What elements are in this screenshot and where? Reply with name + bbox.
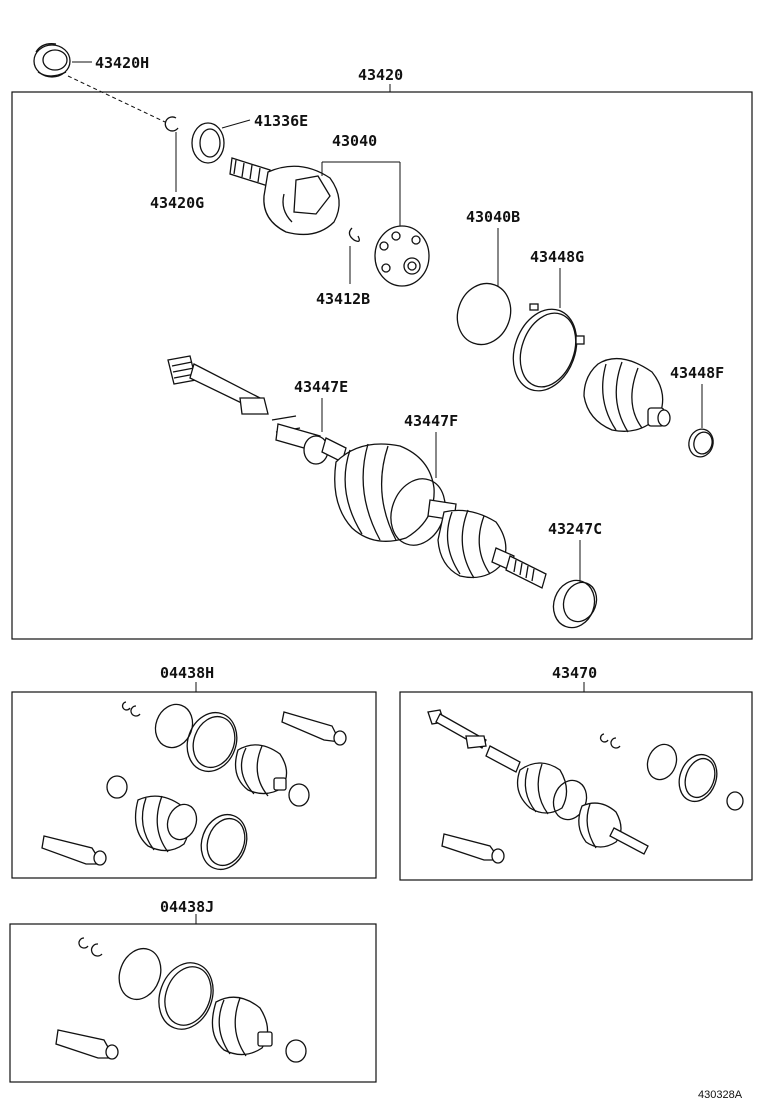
label-43447f: 43447F xyxy=(404,412,458,430)
label-43040: 43040 xyxy=(332,132,377,150)
label-41336e: 41336E xyxy=(254,112,308,130)
label-04438j: 04438J xyxy=(160,898,214,916)
part-main-shaft xyxy=(167,355,547,589)
label-43040b: 43040B xyxy=(466,208,520,226)
part-43040-outer-joint xyxy=(229,157,340,236)
part-43247c-ring xyxy=(552,579,598,629)
label-43247c: 43247C xyxy=(548,520,602,538)
part-boot-right xyxy=(583,357,671,433)
label-43470: 43470 xyxy=(552,664,597,682)
label-43420h: 43420H xyxy=(95,54,149,72)
label-43448f: 43448F xyxy=(670,364,724,382)
label-43420g: 43420G xyxy=(150,194,204,212)
part-43448f-clamp xyxy=(688,428,714,458)
assembly-frame-43420 xyxy=(11,91,753,640)
part-43420g-snap-ring xyxy=(164,116,179,132)
assembly-43470-parts xyxy=(427,709,744,864)
part-43448g-band xyxy=(512,303,585,392)
assembly-frame-43470 xyxy=(399,691,753,881)
figure-reference: 430328A xyxy=(698,1089,743,1101)
label-43448g: 43448G xyxy=(530,248,584,266)
kit-frame-04438j xyxy=(9,923,377,1083)
part-43412b-clip xyxy=(348,227,360,242)
label-04438h: 04438H xyxy=(160,664,214,682)
kit-04438j-parts xyxy=(55,937,307,1063)
part-43420h-cap xyxy=(33,43,71,78)
part-inner-race xyxy=(374,225,430,287)
label-43447e: 43447E xyxy=(294,378,348,396)
leader-dashed xyxy=(67,75,166,123)
label-43420: 43420 xyxy=(358,66,403,84)
kit-frame-04438h xyxy=(11,691,377,879)
part-43040b-ring xyxy=(456,282,512,346)
label-43412b: 43412B xyxy=(316,290,370,308)
part-41336e-washer xyxy=(191,122,225,164)
kit-04438h-parts xyxy=(41,701,347,871)
